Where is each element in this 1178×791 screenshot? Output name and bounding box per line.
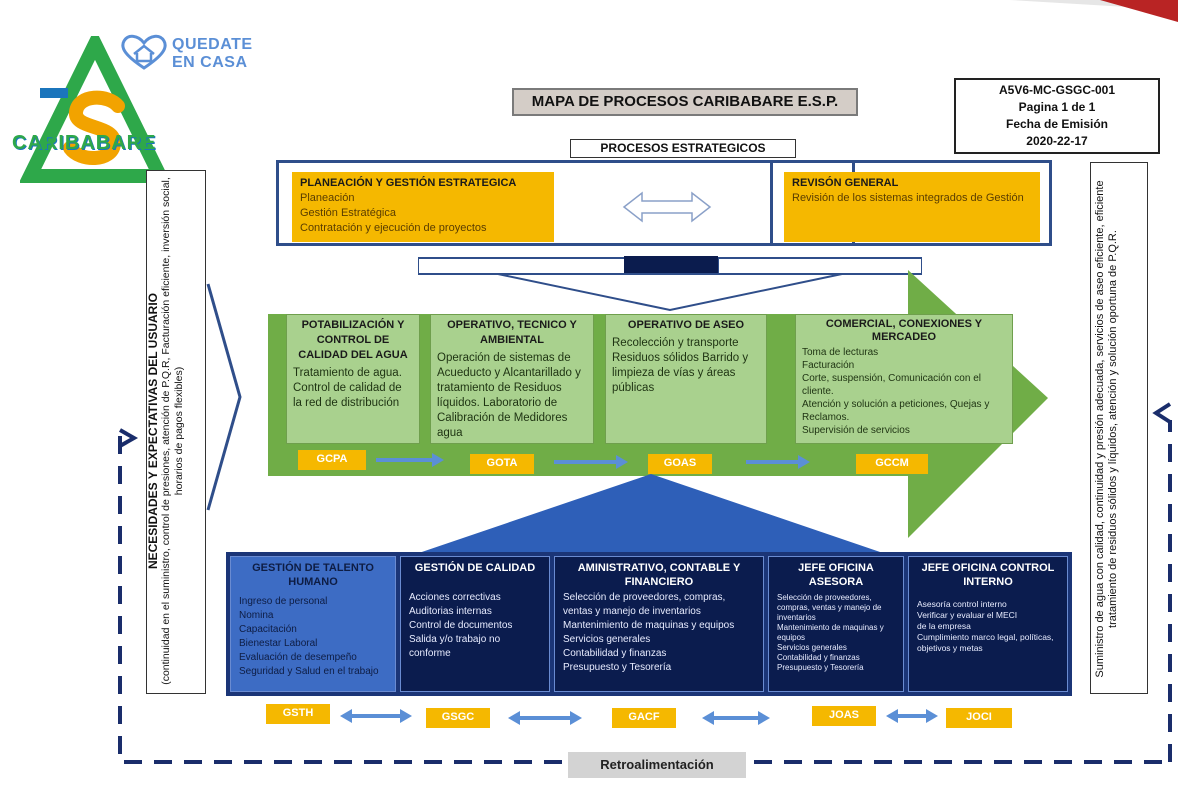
support-item: Contabilidad y finanzas (563, 648, 667, 659)
process-code-gota: GOTA (470, 454, 534, 474)
logo-triangle-icon (20, 36, 170, 183)
strategic-right-item: Revisión de los sistemas integrados de G… (792, 192, 1024, 204)
missional-heading: COMERCIAL, CONEXIONES Y MERCADEO (825, 318, 983, 343)
support-item: Capacitación (239, 624, 297, 635)
logo: QUEDATE EN CASA CARIBABARE (12, 28, 252, 198)
support-item: Control de documentos (409, 620, 513, 631)
process-code-goas: GOAS (648, 454, 712, 474)
strategic-left-item: Contratación y ejecución de proyectos (300, 222, 487, 234)
support-box-administrativo: AMINISTRATIVO, CONTABLE Y FINANCIERO Sel… (554, 556, 764, 692)
support-item: Seguridad y Salud en el trabajo (239, 666, 379, 677)
support-up-arrow-icon (410, 474, 892, 556)
missional-item: Supervisión de servicios (802, 425, 910, 436)
feedback-arrow-right-icon (1152, 402, 1172, 424)
page-number: Pagina 1 de 1 (1018, 100, 1096, 114)
corner-decoration (1010, 0, 1178, 22)
process-code-joas: JOAS (812, 706, 876, 726)
process-code-gsgc: GSGC (426, 708, 490, 728)
results-panel: Suministro de agua con calidad, continui… (1090, 162, 1148, 694)
missional-heading: OPERATIVO, TECNICO Y AMBIENTAL (447, 319, 577, 346)
document-info-box: A5V6-MC-GSGC-001 Pagina 1 de 1 Fecha de … (954, 78, 1160, 154)
support-item: Servicios generales (777, 643, 847, 652)
support-item: Bienestar Laboral (239, 638, 318, 649)
missional-heading: POTABILIZACIÓN Y CONTROL DE CALIDAD DEL … (298, 319, 408, 361)
support-box-control-interno: JEFE OFICINA CONTROL INTERNO Asesoría co… (908, 556, 1068, 692)
missional-item: Atención y solución a peticiones, Quejas… (802, 399, 990, 423)
support-item: Salida y/o trabajo no conforme (409, 634, 501, 659)
user-needs-panel: NECESIDADES Y EXPECTATIVAS DEL USUARIO (… (146, 170, 206, 694)
process-code-gsth: GSTH (266, 704, 330, 724)
missional-body: Operación de sistemas de Acueducto y Alc… (437, 352, 581, 439)
support-item: Mantenimiento de maquinas y equipos (777, 623, 884, 642)
strategic-label: PROCESOS ESTRATEGICOS (570, 139, 796, 158)
support-heading: JEFE OFICINA ASESORA (798, 562, 874, 588)
process-code-joci: JOCI (946, 708, 1012, 728)
strategic-down-arrow-icon (418, 256, 922, 312)
left-chevron-icon (206, 283, 242, 511)
support-item: Asesoría control interno (917, 599, 1007, 609)
brand-name: CARIBABARE (12, 132, 157, 154)
support-item: Cumplimiento marco legal, políticas, obj… (917, 632, 1054, 653)
strategic-left-heading: PLANEACIÓN Y GESTIÓN ESTRATEGICA (300, 177, 517, 189)
process-code-gccm: GCCM (856, 454, 928, 474)
missional-body: Tratamiento de agua. Control de calidad … (293, 367, 402, 409)
support-item: Acciones correctivas (409, 592, 501, 603)
strategic-left-item: Planeación (300, 192, 355, 204)
issue-date: 2020-22-17 (1026, 134, 1088, 148)
support-item: de la empresa (917, 621, 971, 631)
support-heading: GESTIÓN DE CALIDAD (414, 562, 536, 574)
support-item: Auditorias internas (409, 606, 492, 617)
document-code: A5V6-MC-GSGC-001 (998, 83, 1116, 97)
support-item: Verificar y evaluar el MECI (917, 610, 1018, 620)
support-item: Servicios generales (563, 634, 651, 645)
missional-item: Corte, suspensión, Comunicación con el c… (802, 373, 981, 397)
missional-box-potabilizacion: POTABILIZACIÓN Y CONTROL DE CALIDAD DEL … (286, 314, 420, 444)
feedback-arrow-left-icon (119, 428, 139, 448)
feedback-label: Retroalimentación (568, 752, 746, 778)
page-title: MAPA DE PROCESOS CARIBABARE E.S.P. (512, 88, 858, 116)
missional-item: Facturación (802, 360, 855, 371)
missional-body: Recolección y transporte Residuos sólido… (612, 337, 749, 394)
support-box-asesora: JEFE OFICINA ASESORA Selección de provee… (768, 556, 904, 692)
strategic-right-heading: REVISÓN GENERAL (792, 177, 899, 189)
missional-heading: OPERATIVO DE ASEO (627, 319, 745, 331)
support-flow-arrows (340, 709, 938, 725)
missional-box-aseo: OPERATIVO DE ASEO Recolección y transpor… (605, 314, 767, 444)
support-item: Mantenimiento de maquinas y equipos (563, 620, 735, 631)
missional-flow-arrows (376, 453, 810, 469)
support-item: Nomina (239, 610, 274, 621)
support-item: Selección de proveedores, compras, venta… (563, 592, 726, 617)
support-heading: GESTIÓN DE TALENTO HUMANO (252, 562, 374, 588)
support-box-calidad: GESTIÓN DE CALIDAD Acciones correctivas … (400, 556, 550, 692)
support-item: Ingreso de personal (239, 596, 328, 607)
strategic-left-box: PLANEACIÓN Y GESTIÓN ESTRATEGICA Planeac… (292, 172, 554, 242)
missional-item: Toma de lecturas (802, 347, 879, 358)
double-arrow-icon (622, 191, 712, 223)
support-item: Evaluación de desempeño (239, 652, 357, 663)
tagline-line1: QUEDATE (172, 36, 253, 53)
process-code-gacf: GACF (612, 708, 676, 728)
missional-box-comercial: COMERCIAL, CONEXIONES Y MERCADEO Toma de… (795, 314, 1013, 444)
support-item: Selección de proveedores, compras, venta… (777, 593, 882, 622)
support-item: Contabilidad y finanzas (777, 653, 860, 662)
issue-label: Fecha de Emisión (1005, 117, 1109, 131)
feedback-loop (118, 420, 1172, 764)
support-box-talento-humano: GESTIÓN DE TALENTO HUMANO Ingreso de per… (230, 556, 396, 692)
support-item: Presupuesto y Tesorería (563, 662, 672, 673)
process-code-gcpa: GCPA (298, 450, 366, 470)
tagline-line2: EN CASA (172, 54, 248, 71)
strategic-left-item: Gestión Estratégica (300, 207, 396, 219)
support-heading: JEFE OFICINA CONTROL INTERNO (921, 562, 1055, 588)
missional-box-operativo-tecnico: OPERATIVO, TECNICO Y AMBIENTAL Operación… (430, 314, 594, 444)
strategic-right-box: REVISÓN GENERAL Revisión de los sistemas… (784, 172, 1040, 242)
support-heading: AMINISTRATIVO, CONTABLE Y FINANCIERO (577, 562, 741, 588)
house-heart-icon (121, 34, 167, 70)
support-item: Presupuesto y Tesorería (777, 663, 864, 672)
